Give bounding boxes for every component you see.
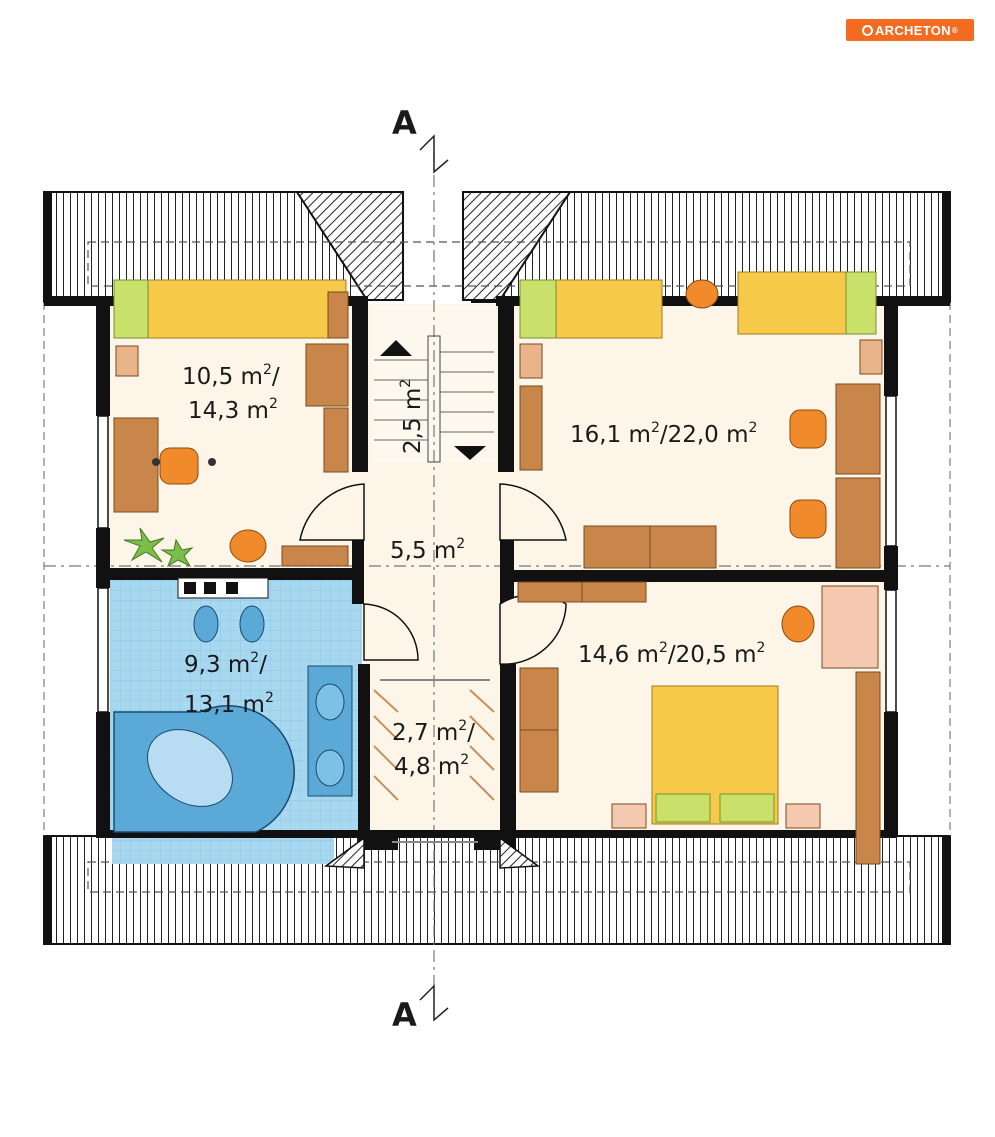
wardrobe-area-line2: 4,8 m2	[394, 752, 469, 780]
bedroom-left-area-line1: 10,5 m2/	[182, 362, 280, 390]
section-mark-bottom: A	[392, 996, 417, 1034]
chair-icon	[152, 447, 216, 485]
stair-down-arrow-icon	[454, 446, 486, 460]
wardrobe-area-line1: 2,7 m2/	[392, 718, 475, 746]
logo-mark-icon	[861, 24, 873, 36]
doors	[299, 483, 567, 665]
roof-top	[43, 190, 951, 306]
chair-icon	[789, 409, 827, 449]
archeton-logo: ARCHETON ®	[846, 19, 974, 41]
logo-text: ARCHETON	[874, 22, 951, 38]
wardrobe-hangers	[373, 679, 495, 843]
bottom-dormers	[323, 836, 541, 869]
bathroom-fixtures	[113, 577, 353, 833]
chair-icon	[229, 529, 267, 563]
bedroom-right-top-area: 16,1 m2/22,0 m2	[570, 420, 757, 448]
plant-icon	[123, 527, 194, 568]
section-line	[44, 150, 950, 1000]
section-mark-top: A	[392, 104, 417, 142]
bedroom-right-bottom-furniture	[519, 585, 881, 865]
chair-icon	[789, 499, 827, 539]
logo-reg: ®	[951, 25, 959, 35]
bathroom-area-line1: 9,3 m2/	[184, 650, 267, 678]
section-cut-marks	[419, 134, 449, 1022]
bedroom-left-area-line2: 14,3 m2	[188, 396, 278, 424]
hall-area: 5,5 m2	[390, 536, 465, 564]
stair-up-arrow-icon	[380, 340, 412, 356]
windows	[97, 395, 897, 713]
staircase	[374, 335, 494, 463]
chair-icon	[685, 279, 719, 309]
chair-icon	[781, 605, 815, 643]
bathroom-area-line2: 13,1 m2	[184, 690, 274, 718]
stairs-area: 2,5 m2	[398, 379, 426, 454]
bedroom-left-furniture	[113, 279, 349, 567]
overhang-lines	[43, 302, 951, 836]
bedroom-right-top-furniture	[517, 271, 883, 603]
bedroom-right-bottom-area: 14,6 m2/20,5 m2	[578, 640, 765, 668]
